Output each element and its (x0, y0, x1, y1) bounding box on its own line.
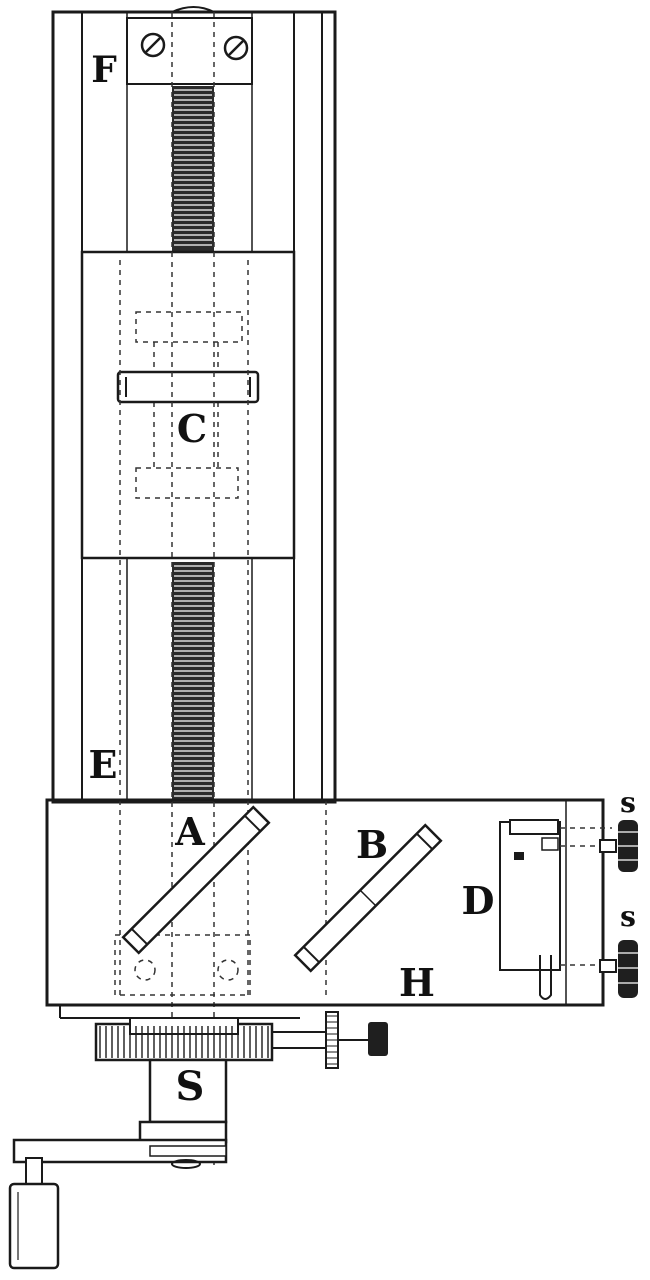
mirror-b (293, 823, 443, 973)
hidden-lines-column (119, 12, 327, 1165)
adjust-screw-lower-icon (599, 940, 638, 998)
carriage-block (80, 250, 296, 560)
carriage-clamp-bar (116, 370, 260, 404)
label-h: H (399, 960, 435, 1005)
base-housing (45, 798, 605, 1019)
mirror-a (121, 805, 271, 955)
adjust-screw-upper-icon (599, 820, 638, 872)
label-s-screw-lower: s (620, 900, 636, 933)
drive-gear (94, 1017, 274, 1062)
label-e: E (89, 742, 118, 787)
label-b: B (356, 822, 388, 867)
label-a: A (174, 809, 205, 854)
slit-assembly (499, 819, 612, 1000)
label-s-screw-upper: s (620, 786, 636, 819)
clamp-screw-right-icon (223, 35, 249, 61)
clamp-screw-left-icon (140, 32, 166, 58)
threaded-rod-upper (172, 86, 214, 252)
top-clamp-plate (126, 6, 253, 85)
vertical-shaft (138, 1058, 228, 1144)
crank-handle (8, 1138, 228, 1270)
label-d: D (462, 878, 495, 923)
label-s-shaft: S (176, 1063, 205, 1110)
threaded-rod-lower (172, 562, 214, 802)
label-c: C (177, 406, 207, 451)
label-f: F (91, 49, 117, 91)
tangent-screw (272, 1011, 388, 1069)
